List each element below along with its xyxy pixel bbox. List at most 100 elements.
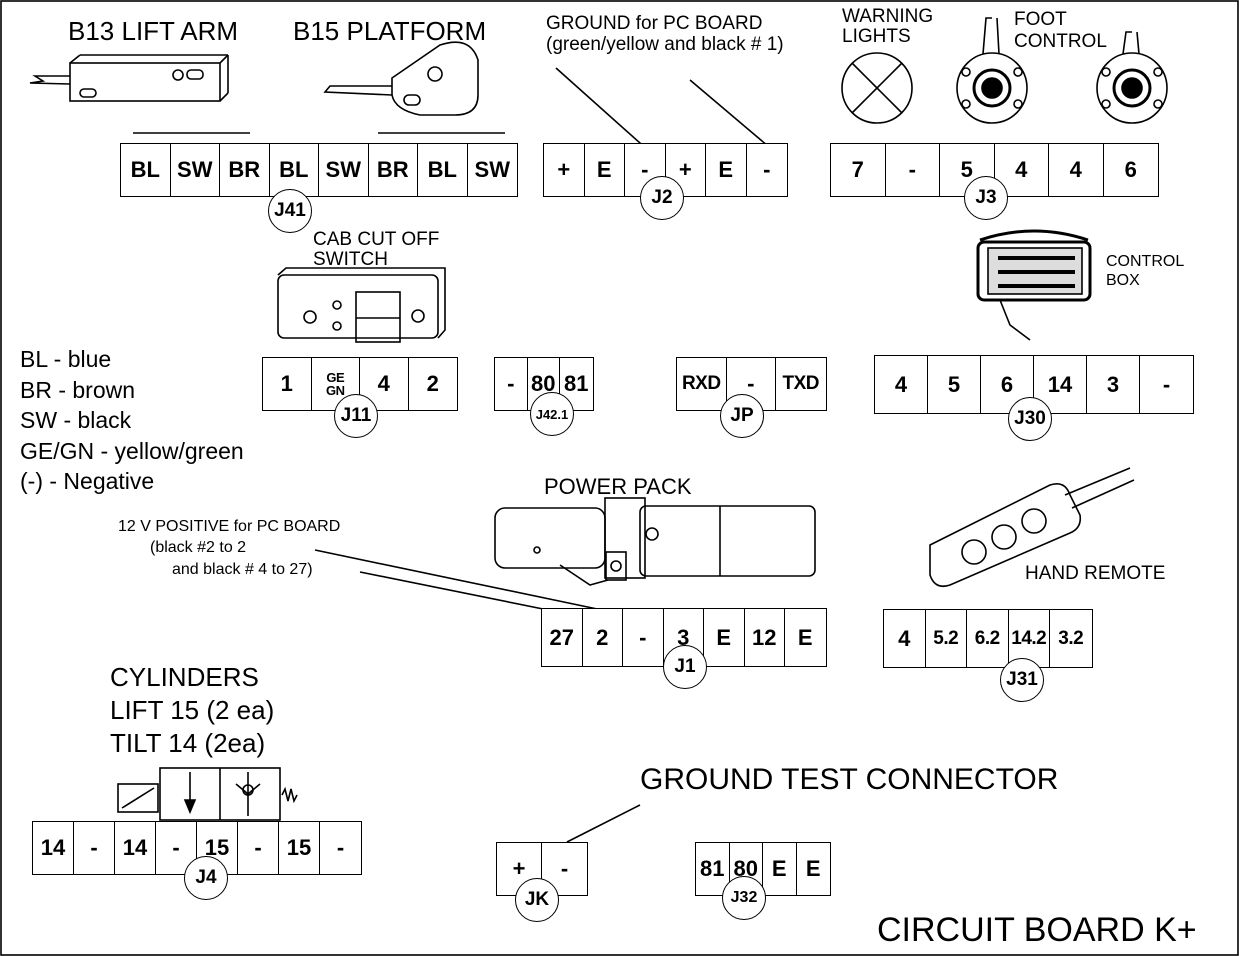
platform-sensor-icon: [323, 41, 479, 116]
label-warning-1: WARNING: [842, 6, 934, 27]
label-ground-pc-sub: (green/yellow and black # 1): [546, 34, 784, 55]
connector-j31-pin: 3.2: [1058, 627, 1084, 649]
connector-j30-pin: 3: [1087, 356, 1140, 413]
label-lift-arm: B13 LIFT ARM: [68, 16, 239, 46]
connector-j2-pin: -: [763, 157, 771, 182]
connector-j1-pin: 3: [664, 609, 704, 666]
connector-j4-pin: 15: [279, 822, 320, 874]
legend-item: BL - blue: [20, 346, 112, 372]
connector-j30-id: J30: [1008, 397, 1052, 441]
connector-j30-pin: -: [1162, 371, 1171, 397]
label-cab-1: CAB CUT OFF: [313, 229, 440, 250]
connector-j31-pin: 4: [884, 610, 926, 667]
label-pos-3: and black # 4 to 27): [172, 561, 313, 578]
label-power-pack: POWER PACK: [544, 474, 692, 499]
label-platform: B15 PLATFORM: [293, 16, 487, 46]
connector-jk-pin: -: [560, 856, 569, 881]
connector-j42-pin: 81: [564, 371, 589, 396]
positive-line-1: [314, 549, 603, 611]
connector-j42-pin: 80: [528, 358, 560, 410]
foot-control-icon: [956, 17, 1028, 124]
connector-j32-pin: 81: [696, 843, 730, 895]
connector-j2-pin: -: [625, 144, 666, 196]
connector-j32-pin: E: [805, 856, 821, 881]
connector-j2-pin: E: [706, 144, 747, 196]
label-hand-remote: HAND REMOTE: [1025, 563, 1166, 584]
connector-j4-pin: -: [156, 822, 197, 874]
connector-j30-pin: 6: [981, 356, 1034, 413]
label-ground-test: GROUND TEST CONNECTOR: [640, 763, 1059, 796]
warning-light-icon: [841, 52, 913, 124]
valve-icon: [117, 767, 298, 821]
connector-j3-id: J3: [964, 176, 1008, 220]
connector-j1-pin: E: [704, 609, 745, 666]
connector-j31-pin: 5.2: [926, 610, 967, 667]
connector-j2-id: J2: [640, 176, 684, 220]
connector-j30-pin: 4: [875, 356, 928, 413]
connector-j32-id: J32: [722, 876, 766, 920]
connector-j1-pin: 27: [542, 609, 583, 666]
label-ground-pc: GROUND for PC BOARD: [546, 13, 763, 34]
connector-j1-pin: 12: [745, 609, 785, 666]
connector-j31-pin: 6.2: [967, 610, 1009, 667]
connector-j4-pin: 14: [33, 822, 74, 874]
connector-j11-pin: 4: [360, 358, 409, 410]
page-title: CIRCUIT BOARD K+: [877, 911, 1197, 949]
connector-j11-pin: 2: [426, 371, 439, 396]
label-cylinders-1: CYLINDERS: [110, 662, 259, 692]
lift-arm-sensor-icon: [29, 54, 229, 102]
label-pos-2: (black #2 to 2: [150, 539, 247, 556]
label-foot-2: CONTROL: [1014, 31, 1107, 52]
label-warning-2: LIGHTS: [842, 26, 911, 47]
connector-j11-pin: GE GN: [312, 358, 360, 410]
power-pack-icon: [494, 497, 816, 586]
connector-j11-id: J11: [334, 394, 378, 438]
connector-j41-pin: BR: [220, 144, 270, 196]
ground-test-line: [566, 804, 641, 843]
cab-switch-icon: [277, 267, 446, 343]
label-cab-2: SWITCH: [313, 249, 388, 270]
connector-j4-pin: 15: [197, 822, 238, 874]
control-box-icon: [976, 229, 1092, 341]
connector-j1-pin: -: [623, 609, 664, 666]
connector-j1-pin: E: [797, 624, 813, 650]
connector-j1-pin: 2: [583, 609, 623, 666]
connector-j41-pin: BL: [270, 144, 319, 196]
connector-j30-pin: 14: [1034, 356, 1087, 413]
connector-j41-pin: BL: [418, 144, 468, 196]
legend-item: (-) - Negative: [20, 468, 155, 494]
ground-line-1: [555, 67, 651, 153]
connector-j3-pin: -: [886, 144, 940, 196]
connector-j41-pin: BL: [121, 144, 171, 196]
connector-j42-id: J42.1: [530, 392, 574, 436]
connector-jp-pin: TXD: [782, 373, 820, 394]
connector-j1-id: J1: [663, 645, 707, 689]
connector-j41-pin: SW: [474, 157, 510, 182]
foot-control-icon-2: [1096, 31, 1168, 124]
connector-j32-pin: E: [763, 843, 797, 895]
connector-jk-pin: +: [497, 843, 542, 895]
connector-jp-id: JP: [720, 394, 764, 438]
label-pos-1: 12 V POSITIVE for PC BOARD: [118, 518, 341, 535]
connector-j41-pin: SW: [171, 144, 220, 196]
connector-j30-pin: 5: [928, 356, 981, 413]
connector-j41-pin: SW: [319, 144, 369, 196]
connector-j3-pin: 4: [995, 144, 1049, 196]
connector-j2-pin: E: [585, 144, 625, 196]
connector-j41-id: J41: [268, 189, 312, 233]
connector-j11-pin: 1: [263, 358, 312, 410]
connector-j3-pin: 6: [1124, 157, 1137, 182]
label-cylinders-3: TILT 14 (2ea): [110, 728, 266, 758]
connector-j3-pin: 4: [1049, 144, 1104, 196]
connector-j2-pin: +: [544, 144, 585, 196]
legend-item: GE/GN - yellow/green: [20, 437, 244, 464]
label-foot-1: FOOT: [1014, 9, 1067, 30]
